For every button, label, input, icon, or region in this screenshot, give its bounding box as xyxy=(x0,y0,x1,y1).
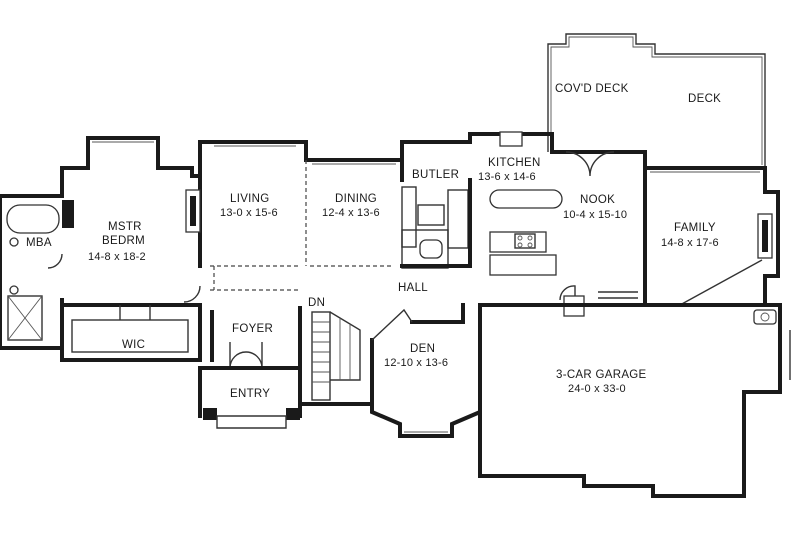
bedrm-label: BEDRM xyxy=(102,235,145,247)
den-label: DEN xyxy=(410,343,435,355)
den xyxy=(370,308,482,438)
kitchen-sink-icon xyxy=(499,131,523,147)
dining-label: DINING xyxy=(335,193,377,205)
kitchen-dims: 13-6 x 14-6 xyxy=(478,171,536,183)
family-room xyxy=(598,166,780,307)
deck-label: DECK xyxy=(688,93,721,105)
family-label: FAMILY xyxy=(674,222,716,234)
mstr-label: MSTR xyxy=(108,221,142,233)
stair-dn-label: DN xyxy=(308,297,325,309)
shower xyxy=(7,295,43,341)
garage-dims: 24-0 x 33-0 xyxy=(568,383,626,395)
kitchen-and-butler xyxy=(400,131,647,276)
garage-label: 3-CAR GARAGE xyxy=(556,369,647,381)
nook-label: NOOK xyxy=(580,194,615,206)
den-dims: 12-10 x 13-6 xyxy=(384,357,448,369)
walk-in-closet xyxy=(60,303,202,362)
sink-icon xyxy=(9,285,19,295)
kitchen-island xyxy=(489,189,563,209)
butler-label: BUTLER xyxy=(412,169,459,181)
stair xyxy=(298,306,374,406)
hall-label: HALL xyxy=(398,282,428,294)
mstr-bedrm-dims: 14-8 x 18-2 xyxy=(88,251,146,263)
family-dims: 14-8 x 17-6 xyxy=(661,237,719,249)
covered-deck xyxy=(547,33,766,168)
kitchen-label: KITCHEN xyxy=(488,157,541,169)
mba-label: MBA xyxy=(26,237,52,249)
wic-label: WIC xyxy=(122,339,145,351)
entry-label: ENTRY xyxy=(230,388,270,400)
covd-deck-label: COV'D DECK xyxy=(555,83,629,95)
garage xyxy=(478,303,791,498)
living-dims: 13-0 x 15-6 xyxy=(220,207,278,219)
sink-icon xyxy=(9,237,19,247)
foyer-label: FOYER xyxy=(232,323,273,335)
living-room xyxy=(185,140,308,268)
master-bath xyxy=(0,194,74,350)
living-label: LIVING xyxy=(230,193,270,205)
bathtub xyxy=(6,204,60,234)
dining-dims: 12-4 x 13-6 xyxy=(322,207,380,219)
nook-dims: 10-4 x 15-10 xyxy=(563,209,627,221)
